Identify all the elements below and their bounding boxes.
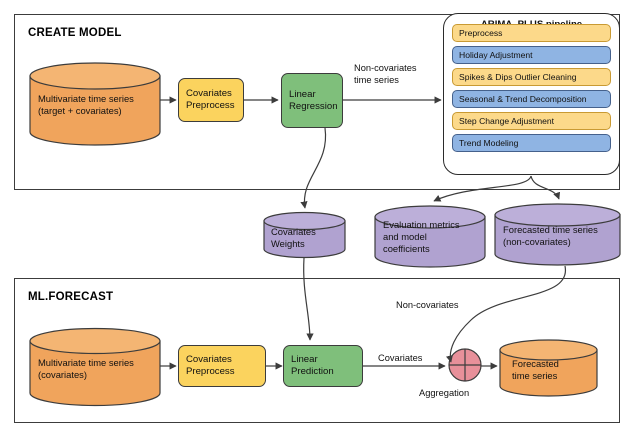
pipeline-step-trend-modeling-label: Trend Modeling [459, 138, 519, 148]
pipeline-step-seasonal-trend-decomposition[interactable]: Seasonal & Trend Decomposition [452, 90, 611, 108]
create-model-title: CREATE MODEL [28, 27, 122, 39]
forecasted-noncovariates-label: Forecasted time series (non-covariates) [503, 224, 598, 247]
linear-prediction-label: Linear Prediction [291, 354, 334, 377]
ml-forecast-covariates-preprocess-label: Covariates Preprocess [186, 354, 235, 377]
ml-forecast-covariates-preprocess-box[interactable]: Covariates Preprocess [178, 345, 266, 387]
edge-label-non-covariates: Non-covariates [396, 300, 459, 310]
pipeline-step-preprocess[interactable]: Preprocess [452, 24, 611, 42]
ml-forecast-title: ML.FORECAST [28, 291, 114, 303]
pipeline-step-holiday-adjustment-label: Holiday Adjustment [459, 50, 533, 60]
aggregation-label: Aggregation [419, 388, 470, 398]
pipeline-step-seasonal-trend-decomposition-label: Seasonal & Trend Decomposition [459, 94, 587, 104]
pipeline-step-preprocess-label: Preprocess [459, 28, 503, 38]
evaluation-metrics-cylinder-shape [374, 205, 486, 268]
pipeline-step-step-change-adjustment[interactable]: Step Change Adjustment [452, 112, 611, 130]
create-model-covariates-preprocess-box[interactable]: Covariates Preprocess [178, 78, 244, 122]
covariates-weights-label: Covariates Weights [271, 226, 316, 249]
covariates-weights-cylinder-shape [263, 211, 346, 259]
edge-label-non-covariates-time-series: Non-covariates time series [354, 63, 417, 85]
create-model-covariates-preprocess-label: Covariates Preprocess [186, 88, 235, 111]
linear-regression-box[interactable]: Linear Regression [281, 73, 343, 128]
pipeline-step-spikes-dips-outlier-cleaning-label: Spikes & Dips Outlier Cleaning [459, 72, 577, 82]
edge-label-covariates: Covariates [378, 353, 423, 363]
pipeline-step-trend-modeling[interactable]: Trend Modeling [452, 134, 611, 152]
linear-prediction-box[interactable]: Linear Prediction [283, 345, 363, 387]
evaluation-metrics-label: Evaluation metrics and model coefficient… [383, 219, 460, 254]
pipeline-step-holiday-adjustment[interactable]: Holiday Adjustment [452, 46, 611, 64]
forecasted-noncovariates-cylinder-shape [494, 203, 621, 266]
pipeline-step-spikes-dips-outlier-cleaning[interactable]: Spikes & Dips Outlier Cleaning [452, 68, 611, 86]
linear-regression-label: Linear Regression [289, 88, 338, 112]
pipeline-step-step-change-adjustment-label: Step Change Adjustment [459, 116, 555, 126]
